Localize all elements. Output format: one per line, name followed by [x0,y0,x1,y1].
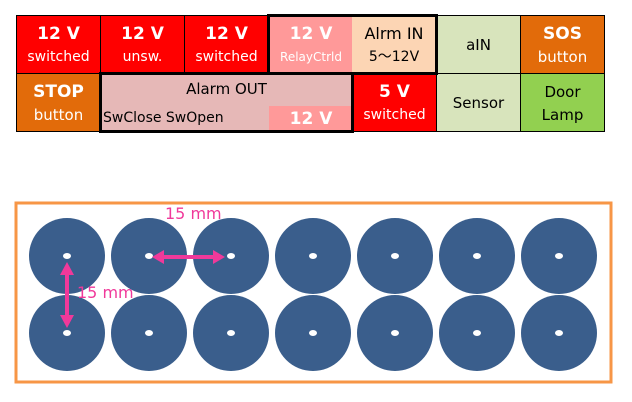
terminal-12v-switched-1: 12 V switched [16,15,101,74]
terminal-12v-switched-2: 12 V switched [184,15,269,74]
terminal-sub: switched [195,48,258,65]
terminal-sub: switched [363,106,426,123]
center-hole [473,253,481,259]
terminal-title: 12 V [121,23,164,44]
terminal-title: aIN [466,35,491,54]
center-hole [227,330,235,336]
terminal-title: Alarm OUT [186,80,267,98]
center-hole [63,330,71,336]
center-hole [391,253,399,259]
alarm-out-voltage: 12 V [269,106,353,132]
terminal-title: 12 V [37,23,80,44]
terminal-sub: button [33,105,84,124]
center-hole [309,253,317,259]
terminal-stop: STOP button [16,73,101,132]
terminal-ain: aIN [436,15,521,74]
center-hole [145,253,153,259]
center-hole [391,330,399,336]
terminal-title: SOS [543,23,582,44]
terminal-sub: SwClose SwOpen [103,110,224,126]
terminal-alarm-out: Alarm OUT SwClose SwOpen 12 V [100,73,353,132]
vertical-spacing-label: 15 mm [77,283,134,302]
center-hole [473,330,481,336]
terminal-sub: switched [27,48,90,65]
arrow-head-left [152,250,164,264]
horizontal-spacing-label: 15 mm [165,204,222,223]
center-hole [555,330,563,336]
terminal-door-lamp: Door Lamp [520,73,605,132]
terminal-sensor: Sensor [436,73,521,132]
terminal-title: Sensor [452,93,505,112]
center-hole [309,330,317,336]
terminal-title: 5 V [379,81,410,102]
layout-frame [14,201,613,384]
terminal-sub: RelayCtrld [280,49,342,64]
center-hole [63,253,71,259]
terminal-title: 12 V [205,23,248,44]
terminal-alarm-in: Alrm IN 5～12V [352,15,437,74]
terminal-title: Alrm IN [364,23,424,43]
center-hole [227,253,235,259]
terminal-sub: 5～12V [368,48,420,65]
terminal-title: Door [544,82,581,101]
terminal-title: STOP [33,81,84,102]
arrow-head-down [60,315,74,328]
arrow-head-right [213,250,225,264]
terminal-sub: unsw. [122,48,163,65]
terminal-sub: Lamp [541,105,584,124]
center-hole [145,330,153,336]
terminal-sub: button [537,47,588,66]
terminal-title: 12 V [289,23,333,44]
center-hole [555,253,563,259]
arrow-head-up [60,262,74,275]
terminal-sos: SOS button [520,15,605,74]
